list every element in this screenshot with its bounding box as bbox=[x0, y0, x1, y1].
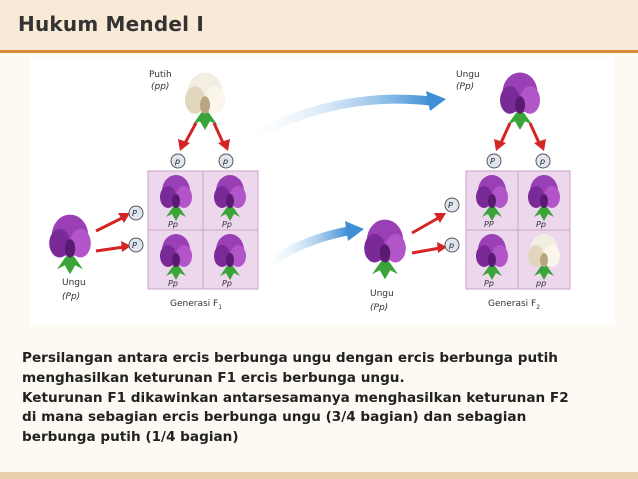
caption-line: berbunga putih (1/4 bagian) bbox=[22, 428, 622, 448]
allele-label: p bbox=[174, 157, 180, 166]
title-bar: Hukum Mendel I bbox=[0, 0, 638, 50]
caption-line: Persilangan antara ercis berbunga ungu d… bbox=[22, 349, 622, 369]
f1-cell-genotype: Pp bbox=[168, 279, 178, 288]
parent-white-name: Putih bbox=[149, 70, 172, 80]
f1-cell-genotype: Pp bbox=[168, 220, 178, 229]
allele-label: p bbox=[539, 157, 545, 166]
caption-line: menghasilkan keturunan F1 ercis berbunga… bbox=[22, 369, 622, 389]
caption-line: Keturunan F1 dikawinkan antarsesamanya m… bbox=[22, 389, 622, 409]
f1-result-name: Ungu bbox=[456, 70, 480, 80]
f1-result-genotype: (Pp) bbox=[456, 82, 474, 92]
f2-cell-genotype: Pp bbox=[484, 279, 494, 288]
f2-cell-genotype: Pp bbox=[536, 220, 546, 229]
caption: Persilangan antara ercis berbunga ungu d… bbox=[22, 349, 622, 448]
f1-cell-genotype: Pp bbox=[222, 279, 232, 288]
caption-line: di mana sebagian ercis berbunga ungu (3/… bbox=[22, 408, 622, 428]
f2-cell-genotype: pp bbox=[535, 279, 546, 288]
allele-label: P bbox=[132, 209, 137, 218]
f2-cell-genotype: PP bbox=[484, 220, 494, 229]
parent-purple-genotype: (Pp) bbox=[62, 292, 80, 302]
allele-label: P bbox=[490, 157, 495, 166]
f1-cell-genotype: Pp bbox=[222, 220, 232, 229]
parent-white-genotype: (pp) bbox=[151, 82, 169, 92]
bottom-divider bbox=[0, 472, 638, 479]
slide-title: Hukum Mendel I bbox=[18, 12, 204, 36]
parent-purple-name: Ungu bbox=[62, 278, 86, 288]
f1-parent-name: Ungu bbox=[370, 289, 394, 299]
mendel-diagram: Putih (pp) p p Pp Pp Pp Pp Generasi F1 U… bbox=[0, 53, 638, 333]
allele-label: p bbox=[222, 157, 228, 166]
allele-label: P bbox=[448, 201, 453, 210]
allele-label: p bbox=[448, 241, 454, 250]
f1-parent-genotype: (Pp) bbox=[370, 303, 388, 313]
allele-label: P bbox=[132, 241, 137, 250]
